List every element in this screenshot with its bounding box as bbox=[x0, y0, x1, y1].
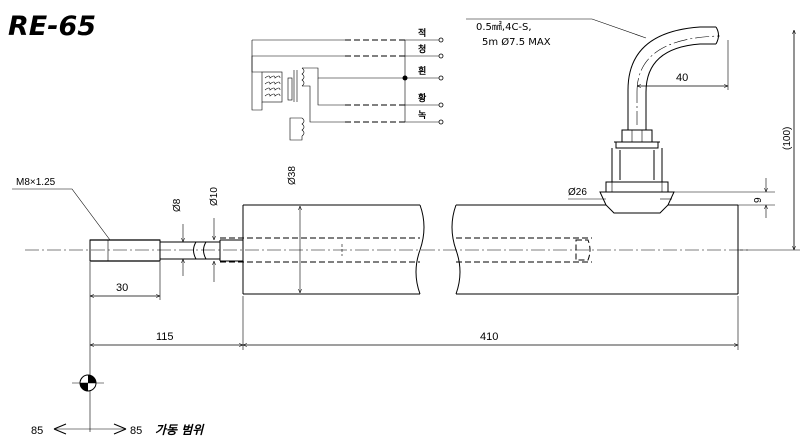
wire-label-white: 흰 bbox=[418, 65, 426, 77]
cable-gland bbox=[599, 129, 675, 214]
dim-fitting-dia: Ø26 bbox=[568, 187, 587, 198]
cable-leader bbox=[466, 18, 647, 39]
dim-body-dia: Ø38 bbox=[287, 166, 298, 185]
dim-shaft-dia: Ø8 bbox=[172, 198, 183, 212]
wiring-schematic: 적 청 흰 황 녹 bbox=[251, 27, 444, 141]
cable-spec-line2: 5m Ø7.5 MAX bbox=[482, 36, 551, 48]
cable-spec-line1: 0.5㎟,4C-S, bbox=[476, 21, 532, 33]
range-label: 가동 범위 bbox=[155, 423, 205, 437]
wire-label-yellow: 황 bbox=[418, 92, 427, 104]
dim-body-length: 410 bbox=[480, 331, 498, 343]
wire-label-blue: 청 bbox=[418, 43, 426, 55]
dim-cable-offset: 40 bbox=[676, 72, 688, 84]
dim-rod-dia: Ø10 bbox=[209, 187, 220, 206]
dim-thread: M8×1.25 bbox=[16, 177, 56, 188]
wire-label-green: 녹 bbox=[418, 110, 426, 121]
range-right: 85 bbox=[130, 425, 142, 437]
transducer-body bbox=[220, 204, 739, 295]
wire-label-red: 적 bbox=[418, 27, 426, 39]
range-indicator bbox=[53, 350, 127, 435]
range-left: 85 bbox=[31, 425, 43, 437]
dim-cable-height: (100) bbox=[782, 127, 793, 150]
dim-stroke-offset: 115 bbox=[156, 331, 174, 343]
dim-thread-length: 30 bbox=[116, 282, 128, 294]
rod-and-shaft bbox=[89, 239, 243, 262]
model-title: RE-65 bbox=[8, 11, 96, 42]
dim-fitting-height: 9 bbox=[753, 197, 764, 203]
cable bbox=[627, 26, 721, 130]
